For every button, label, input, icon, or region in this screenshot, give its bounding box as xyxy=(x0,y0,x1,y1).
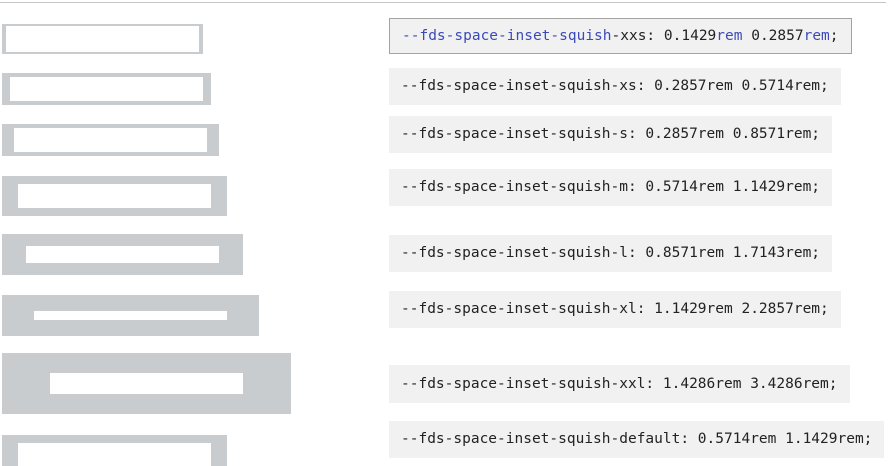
spacing-demo-box-l xyxy=(2,234,243,275)
code-segment: --fds-space-inset-squish-l: 0.8571rem 1.… xyxy=(401,245,821,262)
spacing-demo-content xyxy=(26,246,219,263)
spacing-demo-box-xxs xyxy=(2,24,203,54)
spacing-demo-content xyxy=(50,373,243,394)
code-segment: --fds-space-inset-squish-default: 0.5714… xyxy=(401,431,873,448)
token-code-block-xs[interactable]: --fds-space-inset-squish-xs: 0.2857rem 0… xyxy=(389,68,841,105)
code-segment: rem xyxy=(716,27,743,44)
code-segment: ; xyxy=(829,27,839,44)
code-segment: --fds-space-inset-squish-m: 0.5714rem 1.… xyxy=(401,179,821,196)
top-divider xyxy=(0,2,886,3)
spacing-demo-box-default xyxy=(2,435,227,466)
code-segment: --fds-space-inset-squish-s: 0.2857rem 0.… xyxy=(401,126,821,143)
spacing-demo-content xyxy=(18,184,211,208)
spacing-demo-box-m xyxy=(2,176,227,216)
spacing-demo-box-xs xyxy=(2,73,211,105)
code-segment: --fds-space-inset-squish-xs: 0.2857rem 0… xyxy=(401,78,829,95)
code-segment: 0.2857 xyxy=(742,27,804,44)
code-segment: -xxs: 0.1429 xyxy=(611,27,717,44)
spacing-demo-content xyxy=(18,443,211,466)
spacing-demo-box-s xyxy=(2,124,219,156)
spacing-demo-content xyxy=(34,311,227,320)
token-code-block-xl[interactable]: --fds-space-inset-squish-xl: 1.1429rem 2… xyxy=(389,291,841,328)
code-segment: --fds-space-inset-squish-xl: 1.1429rem 2… xyxy=(401,301,829,318)
token-code-block-l[interactable]: --fds-space-inset-squish-l: 0.8571rem 1.… xyxy=(389,235,833,272)
token-code-block-s[interactable]: --fds-space-inset-squish-s: 0.2857rem 0.… xyxy=(389,116,833,153)
spacing-demo-content xyxy=(6,26,199,52)
code-segment: --fds-space-inset-squish xyxy=(402,27,612,44)
token-code-block-default[interactable]: --fds-space-inset-squish-default: 0.5714… xyxy=(389,421,885,458)
spacing-demo-box-xxl xyxy=(2,353,291,414)
code-segment: rem xyxy=(803,27,830,44)
token-code-block-m[interactable]: --fds-space-inset-squish-m: 0.5714rem 1.… xyxy=(389,169,833,206)
spacing-demo-box-xl xyxy=(2,295,259,336)
token-code-block-xxl[interactable]: --fds-space-inset-squish-xxl: 1.4286rem … xyxy=(389,365,850,403)
code-segment: --fds-space-inset-squish-xxl: 1.4286rem … xyxy=(401,375,838,392)
spacing-demo-content xyxy=(10,77,203,101)
spacing-demo-content xyxy=(14,128,207,152)
